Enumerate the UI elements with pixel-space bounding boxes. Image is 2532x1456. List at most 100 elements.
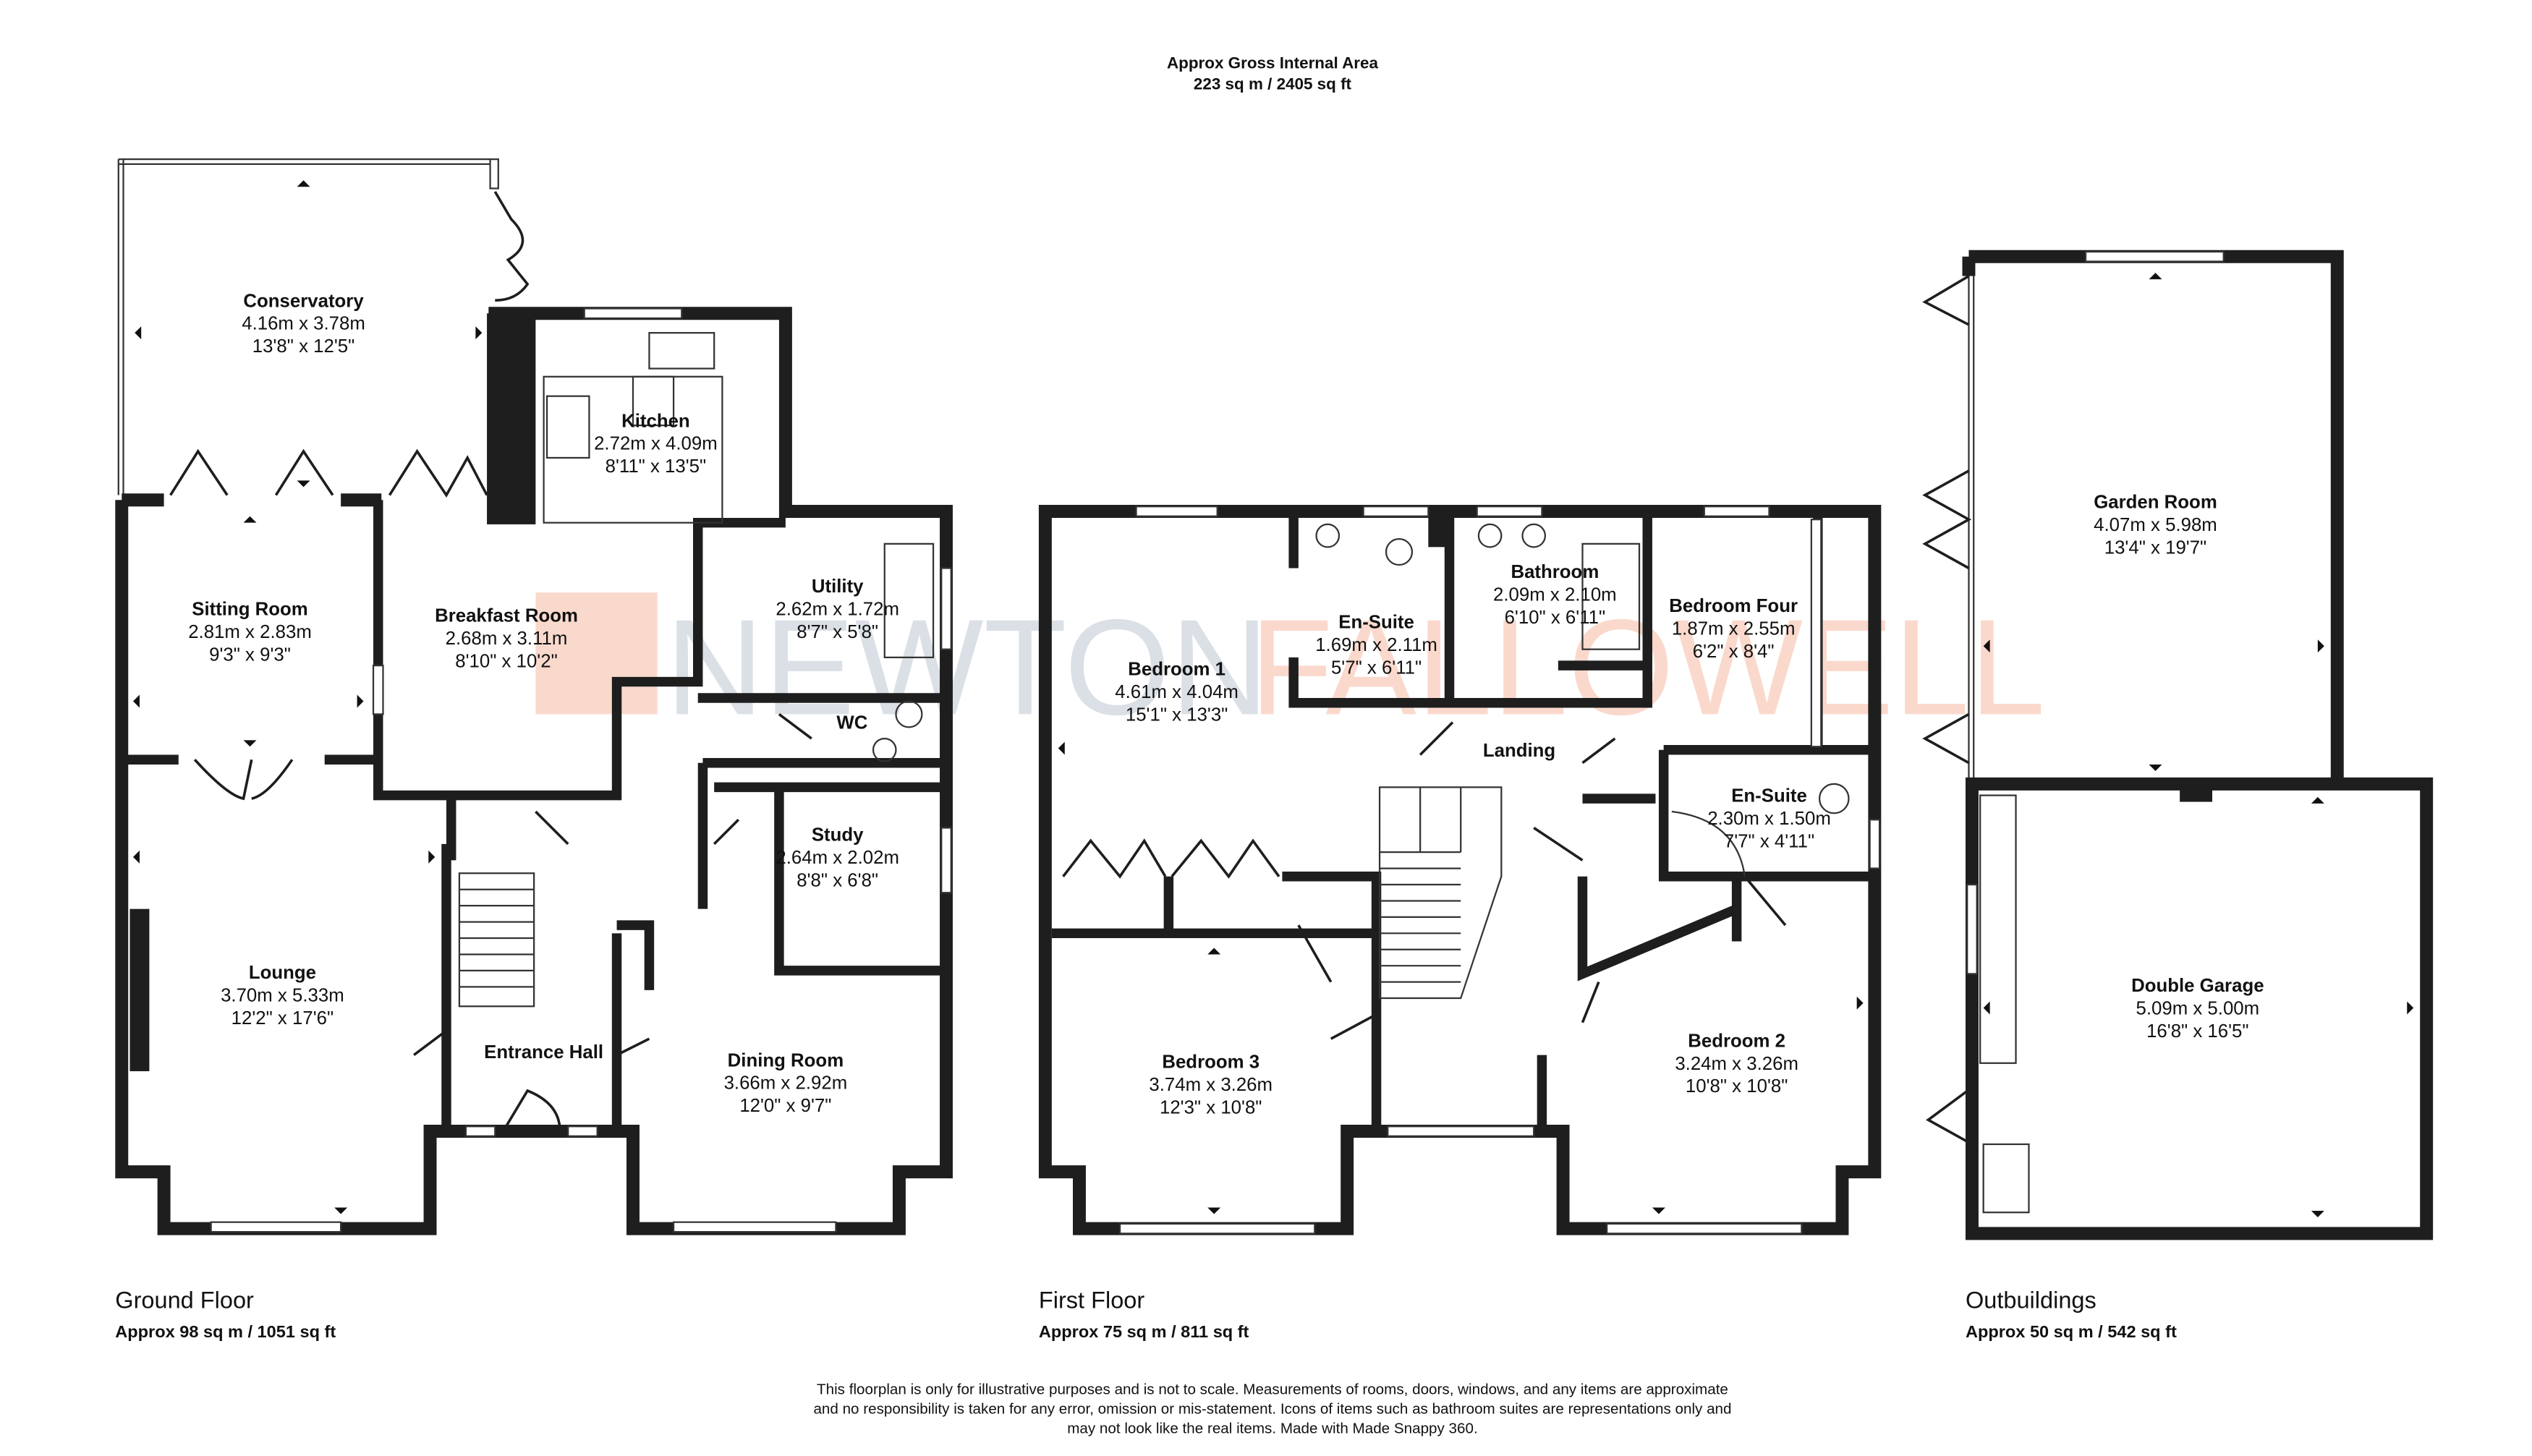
- room-name-bathroom: Bathroom: [1511, 562, 1599, 582]
- gross-area-title: Approx Gross Internal Area: [1167, 54, 1379, 72]
- disclaimer-line-1: This floorplan is only for illustrative …: [817, 1381, 1728, 1397]
- floor-title-outbuildings: Outbuildings: [1966, 1287, 2096, 1314]
- room-name-wc: WC: [836, 713, 867, 733]
- room-name-bedroom-1: Bedroom 1: [1128, 660, 1225, 680]
- room-imperial-en-suite-1: 5'7" x 6'11": [1331, 657, 1422, 678]
- room-name-sitting-room: Sitting Room: [192, 600, 308, 620]
- dimension-arrow-icon: [1856, 996, 1864, 1010]
- room-name-entrance-hall: Entrance Hall: [484, 1042, 603, 1063]
- room-name-lounge: Lounge: [249, 963, 316, 983]
- room-imperial-utility: 8'7" x 5'8": [796, 622, 878, 642]
- disclaimer-line-3: may not look like the real items. Made w…: [1067, 1420, 1477, 1436]
- watermark-text-newton: NEWTON: [666, 590, 1269, 743]
- room-imperial-bedroom-1: 15'1" x 13'3": [1126, 704, 1228, 725]
- room-metric-utility: 2.62m x 1.72m: [776, 600, 899, 620]
- floor-area-outbuildings: Approx 50 sq m / 542 sq ft: [1966, 1322, 2177, 1341]
- dimension-arrow-icon: [1058, 741, 1065, 755]
- outbuildings-plan: [1922, 250, 2434, 1240]
- dimension-arrow-icon: [1652, 1207, 1665, 1214]
- room-name-conservatory: Conservatory: [243, 291, 364, 311]
- room-imperial-garden-room: 13'4" x 19'7": [2104, 537, 2206, 558]
- first-floor-labels: Bedroom 1 4.61m x 4.04m 15'1" x 13'3" En…: [1039, 562, 1831, 1341]
- room-metric-bathroom: 2.09m x 2.10m: [1493, 584, 1617, 605]
- room-name-utility: Utility: [812, 576, 864, 597]
- room-metric-en-suite-1: 1.69m x 2.11m: [1315, 635, 1437, 655]
- room-name-study: Study: [812, 825, 864, 845]
- room-name-dining-room: Dining Room: [728, 1050, 844, 1070]
- room-metric-bedroom-four: 1.87m x 2.55m: [1672, 618, 1796, 639]
- room-imperial-bedroom-2: 10'8" x 10'8": [1686, 1076, 1788, 1097]
- floor-area-first: Approx 75 sq m / 811 sq ft: [1039, 1322, 1249, 1341]
- room-imperial-study: 8'8" x 6'8": [796, 870, 878, 890]
- room-metric-breakfast-room: 2.68m x 3.11m: [446, 629, 568, 649]
- gross-area-value: 223 sq m / 2405 sq ft: [1194, 75, 1352, 93]
- room-imperial-lounge: 12'2" x 17'6": [231, 1008, 334, 1029]
- dimension-arrow-icon: [297, 180, 310, 187]
- dimension-arrow-icon: [2311, 1210, 2324, 1217]
- room-imperial-conservatory: 13'8" x 12'5": [252, 336, 354, 357]
- room-imperial-en-suite-2: 7'7" x 4'11": [1724, 831, 1814, 851]
- room-name-landing: Landing: [1483, 741, 1555, 761]
- dimension-arrow-icon: [1983, 639, 1990, 653]
- room-imperial-dining-room: 12'0" x 9'7": [739, 1096, 831, 1116]
- dimension-arrow-icon: [1207, 1207, 1221, 1214]
- room-name-kitchen: Kitchen: [621, 411, 690, 431]
- dimension-arrow-icon: [334, 1207, 348, 1214]
- room-name-breakfast-room: Breakfast Room: [435, 606, 578, 626]
- room-metric-lounge: 3.70m x 5.33m: [221, 986, 344, 1006]
- ground-floor-labels: Conservatory 4.16m x 3.78m 13'8" x 12'5"…: [115, 291, 899, 1341]
- room-metric-double-garage: 5.09m x 5.00m: [2136, 998, 2260, 1018]
- dimension-arrow-icon: [135, 326, 142, 340]
- dimension-arrow-icon: [2149, 273, 2162, 280]
- ground-stairs: [458, 872, 535, 1008]
- room-metric-conservatory: 4.16m x 3.78m: [242, 314, 365, 334]
- dimension-arrow-icon: [428, 850, 436, 864]
- floor-area-ground: Approx 98 sq m / 1051 sq ft: [115, 1322, 336, 1341]
- room-metric-dining-room: 3.66m x 2.92m: [724, 1073, 848, 1094]
- room-name-en-suite-2: En-Suite: [1731, 786, 1807, 806]
- room-name-double-garage: Double Garage: [2131, 976, 2264, 996]
- room-imperial-double-garage: 16'8" x 16'5": [2146, 1021, 2248, 1042]
- dimension-arrow-icon: [297, 480, 310, 488]
- dimension-arrow-icon: [2407, 1001, 2414, 1015]
- room-name-bedroom-four: Bedroom Four: [1669, 596, 1798, 616]
- dimension-arrow-icon: [475, 326, 483, 340]
- room-metric-en-suite-2: 2.30m x 1.50m: [1707, 809, 1831, 829]
- dimension-arrow-icon: [357, 694, 364, 708]
- first-stairs: [1378, 786, 1503, 1000]
- room-imperial-bathroom: 6'10" x 6'11": [1505, 608, 1606, 628]
- dimension-arrow-icon: [132, 694, 140, 708]
- room-name-garden-room: Garden Room: [2094, 492, 2217, 512]
- disclaimer-line-2: and no responsibility is taken for any e…: [813, 1400, 1731, 1417]
- room-imperial-kitchen: 8'11" x 13'5": [606, 456, 707, 477]
- room-name-bedroom-3: Bedroom 3: [1162, 1052, 1259, 1073]
- room-name-bedroom-2: Bedroom 2: [1688, 1031, 1785, 1051]
- room-metric-study: 2.64m x 2.02m: [776, 848, 899, 868]
- floor-title-first: First Floor: [1039, 1287, 1144, 1314]
- room-name-en-suite-1: En-Suite: [1338, 613, 1414, 633]
- outbuildings-labels: Garden Room 4.07m x 5.98m 13'4" x 19'7" …: [1966, 492, 2264, 1340]
- room-imperial-bedroom-3: 12'3" x 10'8": [1160, 1097, 1262, 1117]
- first-floor-plan: [1038, 505, 1882, 1235]
- room-metric-garden-room: 4.07m x 5.98m: [2094, 515, 2217, 535]
- room-metric-bedroom-2: 3.24m x 3.26m: [1675, 1054, 1798, 1074]
- room-imperial-sitting-room: 9'3" x 9'3": [209, 644, 291, 665]
- dimension-arrow-icon: [2317, 639, 2324, 653]
- dimension-arrow-icon: [243, 516, 257, 523]
- measurement-arrows: [132, 180, 2414, 1217]
- floor-title-ground: Ground Floor: [115, 1287, 254, 1314]
- room-metric-bedroom-1: 4.61m x 4.04m: [1115, 682, 1239, 702]
- dimension-arrow-icon: [243, 740, 257, 747]
- dimension-arrow-icon: [1207, 948, 1221, 955]
- ground-floor-plan: [115, 158, 953, 1235]
- dimension-arrow-icon: [2149, 764, 2162, 771]
- room-metric-bedroom-3: 3.74m x 3.26m: [1149, 1075, 1273, 1095]
- room-metric-sitting-room: 2.81m x 2.83m: [188, 622, 312, 642]
- dimension-arrow-icon: [132, 850, 140, 864]
- dimension-arrow-icon: [1983, 1001, 1990, 1015]
- room-metric-kitchen: 2.72m x 4.09m: [594, 434, 718, 454]
- watermark-logo: [535, 592, 658, 715]
- room-imperial-bedroom-four: 6'2" x 8'4": [1693, 642, 1775, 662]
- watermark: NEWTON FALLOWELL: [535, 590, 2045, 743]
